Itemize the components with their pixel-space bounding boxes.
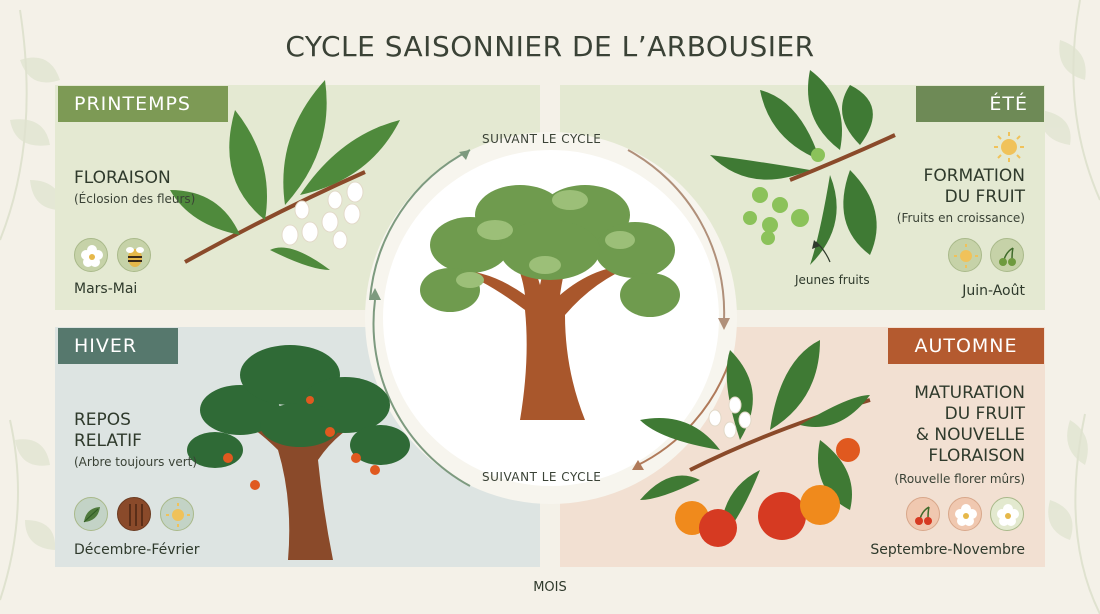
spring-subtitle: (Éclosion des fleurs) [74, 192, 195, 206]
autumn-heading-line4: FLORAISON [870, 446, 1025, 467]
sun-icon [160, 497, 194, 531]
season-tag-summer: ÉTÉ [916, 86, 1044, 122]
bark-icon [117, 497, 151, 531]
bee-icon [117, 238, 151, 272]
flower-icon [948, 497, 982, 531]
sun-icon [948, 238, 982, 272]
season-tag-winter: HIVER [58, 328, 178, 364]
leaf-icon [74, 497, 108, 531]
flower-icon [990, 497, 1024, 531]
spring-heading: FLORAISON [74, 168, 171, 189]
winter-subtitle: (Arbre toujours vert) [74, 455, 197, 469]
season-tag-autumn: AUTOMNE [888, 328, 1044, 364]
autumn-heading-line1: MATURATION [870, 383, 1025, 404]
ring-label-top: SUIVANT LE CYCLE [482, 132, 601, 146]
spring-months: Mars-Mai [74, 281, 137, 297]
months-axis-label: MOIS [0, 580, 1100, 595]
autumn-months: Septembre-Novembre [870, 542, 1025, 558]
young-fruits-annotation: Jeunes fruits [795, 273, 870, 287]
autumn-heading-line2: DU FRUIT [870, 404, 1025, 425]
page-title: CYCLE SAISONNIER DE L’ARBOUSIER [0, 30, 1100, 63]
summer-heading-line2: DU FRUIT [880, 187, 1025, 208]
cherries-icon [906, 497, 940, 531]
winter-heading-line2: RELATIF [74, 431, 142, 452]
autumn-subtitle: (Rouvelle florer mûrs) [850, 472, 1025, 486]
summer-months: Juin-Août [920, 283, 1025, 299]
season-tag-spring: PRINTEMPS [58, 86, 228, 122]
ring-label-bottom: SUIVANT LE CYCLE [482, 470, 601, 484]
summer-subtitle: (Fruits en croissance) [860, 211, 1025, 225]
winter-heading-line1: REPOS [74, 410, 131, 431]
winter-months: Décembre-Février [74, 542, 200, 558]
sun-icon [992, 130, 1026, 164]
cherries-icon [990, 238, 1024, 272]
summer-heading-line1: FORMATION [880, 166, 1025, 187]
flower-icon [74, 238, 108, 272]
autumn-heading-line3: & NOUVELLE [870, 425, 1025, 446]
